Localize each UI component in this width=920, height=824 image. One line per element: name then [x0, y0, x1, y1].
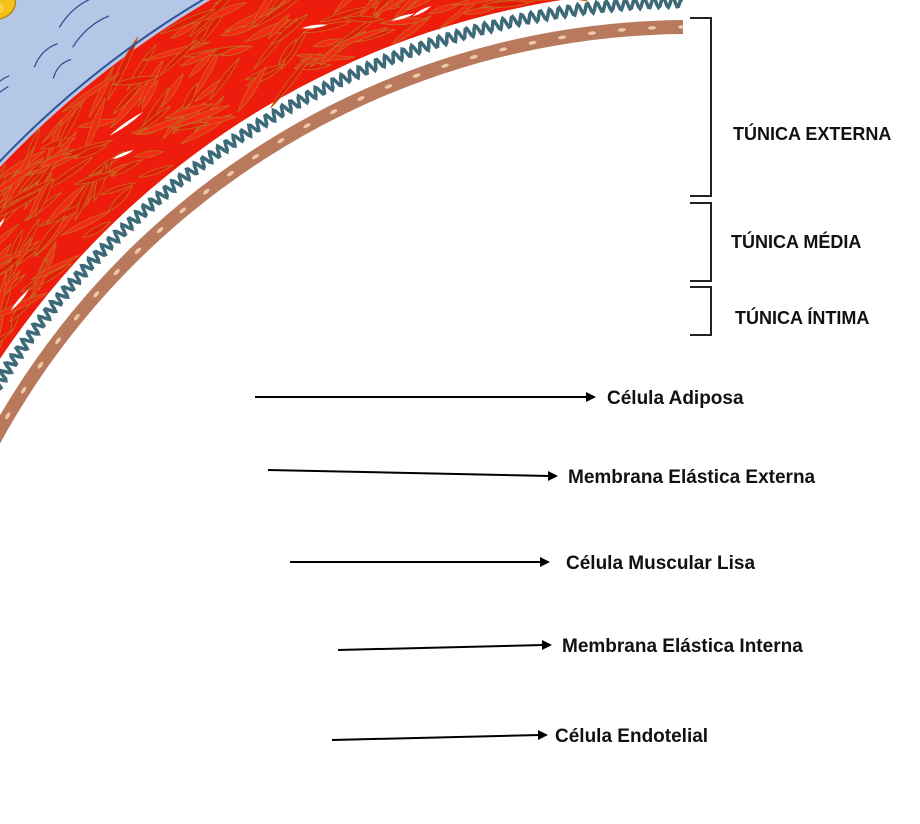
- label-celula-adiposa: Célula Adiposa: [607, 388, 744, 409]
- label-tunica-externa: TÚNICA EXTERNA: [733, 123, 891, 144]
- bracket-externa: [690, 18, 711, 196]
- label-membrana-elastica-interna: Membrana Elástica Interna: [562, 636, 803, 657]
- bracket-media: [690, 203, 711, 281]
- label-celula-endotelial: Célula Endotelial: [555, 726, 708, 747]
- label-tunica-media: TÚNICA MÉDIA: [731, 231, 861, 252]
- bracket-intima: [690, 287, 711, 335]
- label-celula-muscular-lisa: Célula Muscular Lisa: [566, 553, 755, 574]
- label-membrana-elastica-externa: Membrana Elástica Externa: [568, 467, 816, 488]
- layer-brackets: [690, 18, 711, 335]
- callout-arrows: [255, 392, 596, 740]
- artery-cross-section: [0, 0, 717, 820]
- label-tunica-intima: TÚNICA ÍNTIMA: [735, 307, 869, 328]
